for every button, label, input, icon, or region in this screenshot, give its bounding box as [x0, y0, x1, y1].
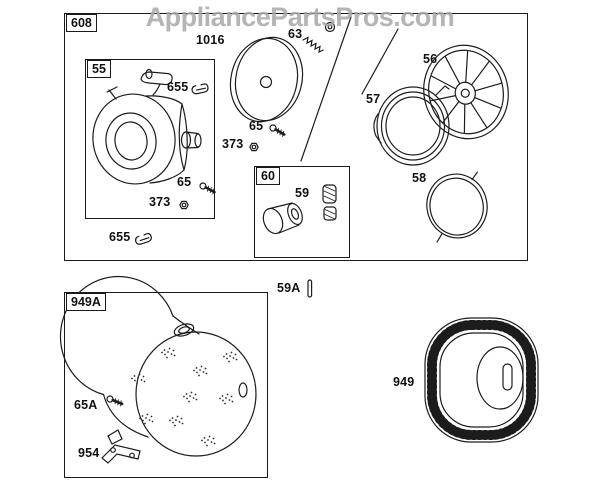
retainer-ring-drawing: [426, 171, 488, 243]
starter-drum-drawing: [424, 317, 539, 443]
callout-59A: 59A: [277, 281, 301, 295]
clip-655-bottom-icon: [134, 231, 153, 247]
rewind-spring-drawing: [373, 85, 450, 166]
washer-63-drawing: [324, 21, 336, 33]
pulley-wheel-drawing: [423, 44, 509, 140]
screw-65A-icon: [104, 393, 125, 408]
group-box-608: [64, 13, 528, 261]
callout-954: 954: [78, 446, 100, 460]
group-label-55: 55: [87, 60, 111, 78]
callout-65-low: 65: [177, 175, 192, 189]
callout-1016: 1016: [196, 33, 225, 47]
group-box-949A: [64, 292, 268, 478]
pawl-drawing: [322, 184, 337, 221]
group-label-949A: 949A: [66, 293, 106, 311]
callout-57: 57: [366, 92, 381, 106]
callout-949: 949: [393, 375, 415, 389]
callout-65-mid: 65: [249, 119, 264, 133]
group-box-55: [85, 59, 215, 219]
pin-59a-drawing: [307, 279, 313, 298]
callout-59: 59: [295, 186, 310, 200]
group-box-60: [254, 166, 350, 258]
callout-56: 56: [423, 52, 438, 66]
divider-line-right: [361, 28, 399, 95]
callout-655-top: 655: [167, 80, 189, 94]
callout-65A: 65A: [74, 398, 98, 412]
starter-housing-drawing: [92, 68, 202, 185]
spring-63-drawing: [302, 36, 324, 54]
watermark: AppliancePartsPros.com: [145, 2, 455, 32]
screw-65-low-icon: [197, 180, 218, 197]
clip-655-top-icon: [190, 80, 210, 97]
callout-373-mid: 373: [222, 137, 244, 151]
callout-373-low: 373: [149, 195, 171, 209]
screw-65-mid-icon: [267, 122, 288, 139]
group-label-60: 60: [256, 167, 280, 185]
diaphragm-disc-drawing: [229, 36, 304, 123]
nut-373-mid-icon: [249, 142, 259, 152]
nut-373-low-icon: [179, 200, 189, 210]
group-label-608: 608: [66, 14, 97, 32]
divider-line-left: [300, 16, 352, 162]
callout-58: 58: [412, 171, 427, 185]
starter-clutch-drawing: [262, 202, 303, 235]
callout-63: 63: [288, 27, 303, 41]
callout-655-bottom: 655: [109, 230, 131, 244]
bracket-drawing: [101, 444, 141, 464]
